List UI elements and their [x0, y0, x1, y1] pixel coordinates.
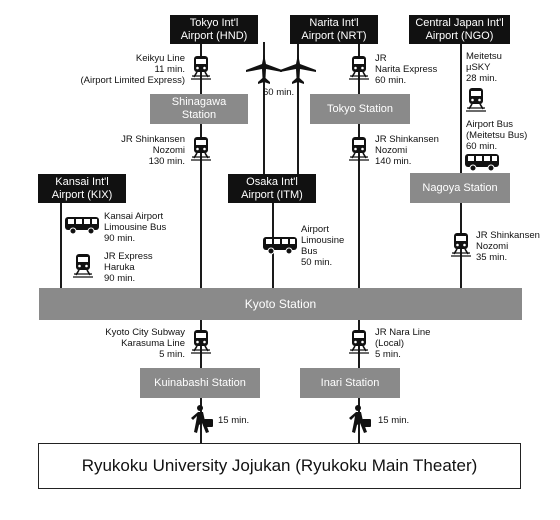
- station-kyoto-label: Kyoto Station: [244, 297, 317, 311]
- station-inari-label: Inari Station: [320, 377, 380, 389]
- route-label-narita-express: JR Narita Express 60 min.: [375, 53, 438, 86]
- station-kuinabashi-label: Kuinabashi Station: [154, 377, 246, 389]
- airport-nrt-label: Narita Int'l Airport (NRT): [301, 16, 367, 42]
- route-label-itm-bus: Airport Limousine Bus 50 min.: [301, 224, 345, 268]
- route-label-shinkansen-tokyo: JR Shinkansen Nozomi 140 min.: [375, 134, 439, 167]
- airport-itm-label: Osaka Int'l Airport (ITM): [241, 175, 303, 201]
- train-icon: [349, 328, 369, 356]
- train-icon: [349, 54, 369, 82]
- train-icon: [451, 231, 471, 259]
- station-kuinabashi: Kuinabashi Station: [140, 368, 260, 398]
- airport-hnd: Tokyo Int'l Airport (HND): [170, 15, 258, 44]
- route-label-subway: Kyoto City Subway Karasuma Line 5 min.: [105, 327, 185, 360]
- walking-person-icon: [347, 404, 373, 434]
- route-label-walk-inari: 15 min.: [378, 415, 410, 426]
- station-kyoto: Kyoto Station: [39, 288, 522, 320]
- route-label-walk-kuinabashi: 15 min.: [218, 415, 250, 426]
- bus-icon: [262, 235, 298, 255]
- route-line-kix: [60, 200, 62, 290]
- route-label-shinkansen-nagoya: JR Shinkansen Nozomi 35 min.: [476, 230, 540, 263]
- route-label-flight: 60 min.: [263, 87, 295, 98]
- route-line-nrt: [358, 44, 360, 444]
- airport-ngo: Central Japan Int'l Airport (NGO): [409, 15, 510, 44]
- flight-line-hnd: [263, 42, 265, 202]
- route-label-shinkansen-shinagawa: JR Shinkansen Nozomi 130 min.: [121, 134, 185, 167]
- station-tokyo: Tokyo Station: [310, 94, 410, 124]
- airport-hnd-label: Tokyo Int'l Airport (HND): [180, 16, 248, 42]
- train-icon: [191, 54, 211, 82]
- route-line-ngo: [460, 44, 462, 289]
- airport-nrt: Narita Int'l Airport (NRT): [290, 15, 378, 44]
- airplane-icon: [278, 52, 318, 86]
- train-icon: [349, 135, 369, 163]
- airport-ngo-label: Central Japan Int'l Airport (NGO): [415, 16, 504, 42]
- train-icon: [191, 328, 211, 356]
- walking-person-icon: [189, 404, 215, 434]
- route-line-hnd: [200, 44, 202, 444]
- airport-kix-label: Kansai Int'l Airport (KIX): [51, 175, 113, 201]
- train-icon: [466, 86, 486, 114]
- route-label-nara-line: JR Nara Line (Local) 5 min.: [375, 327, 431, 360]
- route-label-keikyu: Keikyu Line 11 min. (Airport Limited Exp…: [80, 53, 185, 86]
- station-nagoya: Nagoya Station: [410, 173, 510, 203]
- destination-label: Ryukoku University Jojukan (Ryukoku Main…: [81, 456, 478, 475]
- bus-icon: [64, 215, 100, 235]
- route-label-meitetsu: Meitetsu μSKY 28 min.: [466, 51, 502, 84]
- route-label-meitetsu-bus: Airport Bus (Meitetsu Bus) 60 min.: [466, 119, 528, 152]
- train-icon: [191, 135, 211, 163]
- flight-line-nrt: [297, 42, 299, 202]
- route-label-haruka: JR Express Haruka 90 min.: [104, 251, 153, 284]
- airport-itm: Osaka Int'l Airport (ITM): [228, 174, 316, 203]
- station-tokyo-label: Tokyo Station: [326, 103, 394, 115]
- station-shinagawa-label: Shinagawa Station: [171, 96, 227, 121]
- station-nagoya-label: Nagoya Station: [422, 182, 498, 194]
- route-label-kansai-bus: Kansai Airport Limousine Bus 90 min.: [104, 211, 167, 244]
- station-shinagawa: Shinagawa Station: [150, 94, 248, 124]
- bus-icon: [464, 152, 500, 172]
- destination-box: Ryukoku University Jojukan (Ryukoku Main…: [38, 443, 521, 489]
- station-inari: Inari Station: [300, 368, 400, 398]
- train-icon: [73, 252, 93, 280]
- airport-kix: Kansai Int'l Airport (KIX): [38, 174, 126, 203]
